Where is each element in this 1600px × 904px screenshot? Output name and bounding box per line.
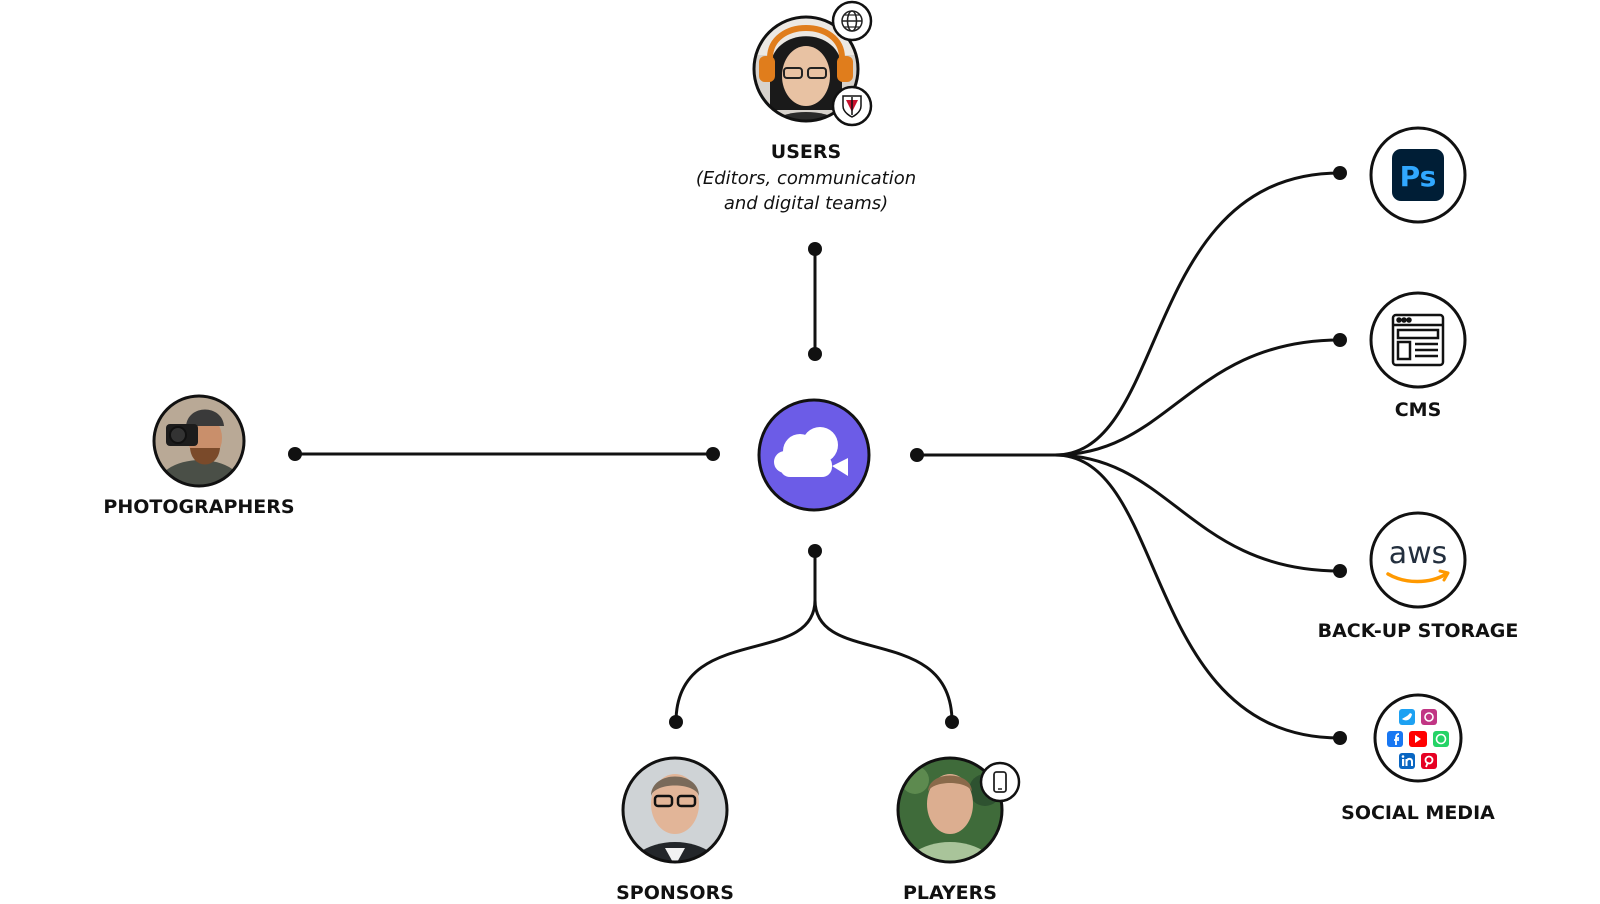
connector-dot (1333, 166, 1347, 180)
hub-node[interactable] (757, 398, 871, 512)
connector-dot (808, 544, 822, 558)
browser-window-icon (1391, 313, 1445, 367)
instagram-icon (1421, 709, 1437, 725)
players-node[interactable] (895, 755, 1021, 900)
players-connector (813, 549, 954, 724)
users-label: USERS (770, 141, 842, 163)
cms-connector (1053, 338, 1342, 457)
users-subtitle-line-2: and digital teams) (723, 193, 889, 214)
connector-lines (293, 171, 1342, 740)
photoshop-icon: Ps (1392, 149, 1444, 201)
globe-icon (831, 0, 873, 42)
users-subtitle-line-1: (Editors, communication (695, 168, 917, 189)
social-media-node[interactable] (1373, 693, 1463, 783)
smartphone-icon (979, 761, 1021, 803)
connector-dot (1333, 333, 1347, 347)
social-icons (1387, 709, 1449, 769)
sponsors-connector (674, 549, 817, 724)
connector-dot (706, 447, 720, 461)
photoshop-logo-text: Ps (1400, 160, 1437, 193)
players-label: PLAYERS (903, 882, 997, 904)
connector-dot (910, 448, 924, 462)
users-subtitle: (Editors, communication and digital team… (696, 166, 916, 216)
connector-dots (288, 166, 1347, 745)
users-node[interactable] (750, 0, 873, 168)
connector-dot (808, 347, 822, 361)
whatsapp-icon (1433, 731, 1449, 747)
connector-dot (669, 715, 683, 729)
aws-connector (1053, 453, 1342, 573)
photographers-label: PHOTOGRAPHERS (103, 496, 295, 518)
aws-node[interactable]: aws (1369, 511, 1467, 609)
club-crest-icon (831, 85, 873, 127)
photographers-node[interactable] (150, 392, 250, 520)
connector-dot (1333, 564, 1347, 578)
aws-logo-text: aws (1389, 536, 1448, 571)
social-connector (1053, 453, 1342, 740)
aws-label: BACK-UP STORAGE (1317, 620, 1519, 642)
sponsors-node[interactable] (620, 755, 732, 900)
twitter-icon (1399, 709, 1415, 725)
youtube-icon (1409, 731, 1427, 747)
cloud-video-icon (774, 427, 848, 477)
connector-dot (808, 242, 822, 256)
facebook-icon (1387, 731, 1403, 747)
connector-dot (945, 715, 959, 729)
cms-node[interactable] (1369, 291, 1467, 389)
connector-dot (1333, 731, 1347, 745)
cms-label: CMS (1394, 399, 1442, 421)
social-media-label: SOCIAL MEDIA (1341, 802, 1495, 824)
connector-dot (288, 447, 302, 461)
photographers-avatar (154, 396, 244, 486)
photoshop-connector (915, 171, 1342, 457)
linkedin-icon (1399, 753, 1415, 769)
aws-icon: aws (1386, 536, 1450, 584)
photoshop-node[interactable]: Ps (1369, 126, 1467, 224)
pinterest-icon (1421, 753, 1437, 769)
sponsors-label: SPONSORS (616, 882, 734, 904)
